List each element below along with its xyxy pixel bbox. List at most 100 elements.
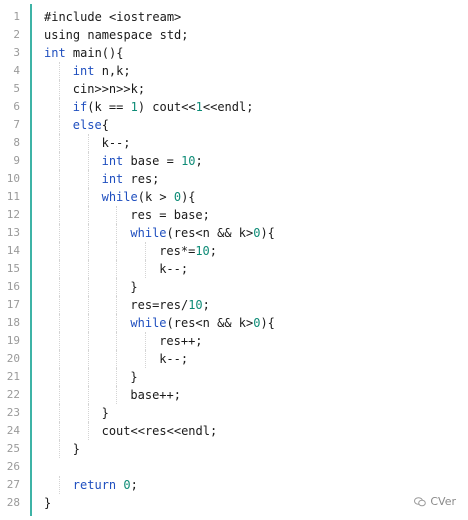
code-token: ){	[260, 316, 275, 330]
number-token: 0	[123, 478, 131, 492]
line-number: 7	[13, 118, 20, 131]
indent-guide	[87, 368, 89, 386]
code-line: k--;	[44, 260, 468, 278]
code-line: base++;	[44, 386, 468, 404]
code-token: }	[130, 280, 138, 294]
code-token: res;	[123, 172, 160, 186]
code-token: res++;	[159, 334, 203, 348]
code-token: ){	[181, 190, 196, 204]
gutter-divider	[30, 4, 32, 516]
line-number: 11	[6, 190, 20, 203]
indent-guide	[58, 476, 60, 494]
line-number: 15	[6, 262, 20, 275]
line-number: 8	[13, 136, 20, 149]
keyword-token: int	[101, 172, 124, 186]
code-line: return 0;	[44, 476, 468, 494]
line-number: 17	[6, 298, 20, 311]
code-line: }	[44, 494, 468, 512]
indent-guide	[58, 260, 60, 278]
code-line: k--;	[44, 134, 468, 152]
number-token: 10	[188, 298, 203, 312]
code-token: ;	[130, 478, 138, 492]
line-number: 26	[6, 460, 20, 473]
code-token: ;	[195, 154, 203, 168]
line-number: 3	[13, 46, 20, 59]
indent-guide	[58, 116, 60, 134]
indent-guide	[58, 206, 60, 224]
indent-guide	[58, 278, 60, 296]
line-number: 23	[6, 406, 20, 419]
keyword-token: else	[72, 118, 102, 132]
code-token: n,k;	[94, 64, 131, 78]
indent-guide	[58, 224, 60, 242]
code-token: }	[130, 370, 138, 384]
code-token: (k >	[137, 190, 174, 204]
code-line: res*=10;	[44, 242, 468, 260]
number-token: 10	[181, 154, 196, 168]
code-token: main(){	[65, 46, 124, 60]
line-number: 16	[6, 280, 20, 293]
indent-guide	[58, 422, 60, 440]
keyword-token: int	[72, 64, 95, 78]
indent-guide	[58, 62, 60, 80]
indent-guide	[87, 422, 89, 440]
code-token: cin>>n>>k;	[72, 82, 146, 96]
indent-guide	[58, 170, 60, 188]
code-token: res*=	[159, 244, 196, 258]
code-token: }	[44, 496, 52, 510]
indent-guide	[58, 440, 60, 458]
indent-guide	[116, 368, 118, 386]
indent-guide	[58, 296, 60, 314]
code-token: <<endl;	[202, 100, 254, 114]
keyword-token: if	[72, 100, 88, 114]
number-token: 0	[173, 190, 182, 204]
code-line: int res;	[44, 170, 468, 188]
watermark: CVer	[414, 495, 456, 508]
indent-guide	[87, 278, 89, 296]
line-number: 20	[6, 352, 20, 365]
indent-guide	[116, 224, 118, 242]
number-token: 10	[195, 244, 210, 258]
indent-guide	[116, 386, 118, 404]
code-area[interactable]: #include <iostream>using namespace std;i…	[44, 8, 468, 512]
indent-guide	[58, 152, 60, 170]
code-token: k--;	[101, 136, 131, 150]
code-line: else{	[44, 116, 468, 134]
indent-guide	[58, 404, 60, 422]
line-number: 12	[6, 208, 20, 221]
code-line: #include <iostream>	[44, 8, 468, 26]
code-token: k--;	[159, 352, 189, 366]
code-line: res++;	[44, 332, 468, 350]
indent-guide	[116, 314, 118, 332]
code-token: res=res/	[130, 298, 189, 312]
indent-guide	[87, 170, 89, 188]
line-number: 28	[6, 496, 20, 509]
indent-guide	[87, 224, 89, 242]
number-token: 1	[195, 100, 203, 114]
line-number: 2	[13, 28, 20, 41]
keyword-token: return	[72, 478, 117, 492]
line-number: 25	[6, 442, 20, 455]
code-token: base =	[123, 154, 182, 168]
keyword-token: while	[130, 226, 167, 240]
code-line: while(res<n && k>0){	[44, 224, 468, 242]
keyword-token: while	[130, 316, 167, 330]
number-token: 0	[253, 316, 261, 330]
code-token: #include <iostream>	[44, 10, 182, 24]
indent-guide	[58, 80, 60, 98]
indent-guide	[116, 296, 118, 314]
indent-guide	[87, 314, 89, 332]
code-line: cin>>n>>k;	[44, 80, 468, 98]
indent-guide	[58, 386, 60, 404]
indent-guide	[58, 332, 60, 350]
indent-guide	[116, 260, 118, 278]
code-line: while(k > 0){	[44, 188, 468, 206]
indent-guide	[87, 152, 89, 170]
code-token: (res<n && k>	[166, 226, 254, 240]
indent-guide	[87, 404, 89, 422]
indent-guide	[87, 134, 89, 152]
code-token: base++;	[130, 388, 181, 402]
indent-guide	[58, 314, 60, 332]
